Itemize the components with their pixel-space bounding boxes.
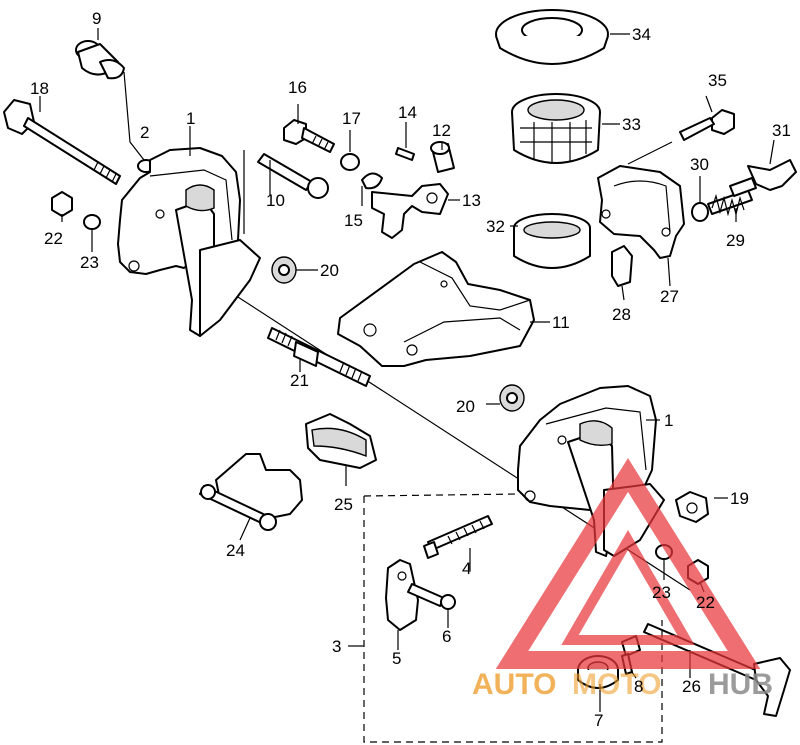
- callout-33: 33: [622, 115, 641, 134]
- callout-28: 28: [612, 305, 631, 324]
- part-30-washer: [691, 202, 709, 222]
- callout-20-lower: 20: [456, 397, 475, 416]
- part-28-shim: [611, 245, 633, 287]
- part-35-bolt: [679, 109, 735, 141]
- part-21-stud: [267, 327, 371, 387]
- part-24-clamp-with-pin: [199, 453, 303, 531]
- part-25-clamp-half: [305, 413, 377, 469]
- callout-7: 7: [594, 711, 603, 730]
- part-4-threaded-rod: [423, 515, 493, 559]
- callout-2: 2: [140, 123, 149, 142]
- part-27-clamp: [597, 165, 685, 259]
- callout-32: 32: [486, 217, 505, 236]
- callout-11: 11: [552, 313, 570, 332]
- watermark-text-hub: HUB: [708, 668, 773, 701]
- part-17-washer: [340, 153, 360, 171]
- callout-1-upper: 1: [186, 109, 195, 128]
- watermark-text-moto: MOTO: [572, 668, 661, 701]
- callout-23-left: 23: [80, 253, 99, 272]
- part-6-bolt: [407, 583, 456, 610]
- part-31-wing-screw: [729, 159, 797, 197]
- callout-19: 19: [730, 489, 749, 508]
- callout-4: 4: [462, 559, 471, 578]
- part-13-lever: [371, 183, 449, 239]
- callout-labels: 9 2 18 1 16 17 14 12 13 15 10 20 21 20 1…: [30, 9, 791, 730]
- callout-26: 26: [682, 677, 701, 696]
- part-33-bushing: [511, 93, 601, 164]
- callout-34: 34: [632, 25, 651, 44]
- callout-29: 29: [726, 231, 745, 250]
- callout-14: 14: [398, 103, 417, 122]
- callout-16: 16: [288, 78, 307, 97]
- callout-9: 9: [92, 9, 101, 28]
- part-22-nut-left: [51, 191, 73, 217]
- watermark-logo: [495, 458, 761, 669]
- callout-5: 5: [392, 649, 401, 668]
- callout-13: 13: [462, 191, 481, 210]
- callout-22-left: 22: [44, 229, 63, 248]
- callout-25: 25: [334, 495, 353, 514]
- callout-12: 12: [432, 121, 451, 140]
- callout-22-right: 22: [696, 593, 715, 612]
- callout-21: 21: [290, 371, 309, 390]
- callout-30: 30: [690, 155, 709, 174]
- part-19-nut: [675, 491, 709, 523]
- part-14-pin: [395, 147, 415, 161]
- callout-6: 6: [442, 627, 451, 646]
- callout-27: 27: [660, 287, 679, 306]
- part-16-bolt: [283, 119, 335, 153]
- callout-3: 3: [332, 637, 341, 656]
- part-18-long-bolt: [3, 99, 121, 185]
- callout-15: 15: [344, 211, 363, 230]
- callout-8: 8: [634, 677, 643, 696]
- callout-20-upper: 20: [320, 261, 339, 280]
- callout-18: 18: [30, 79, 49, 98]
- part-12-collar: [430, 141, 455, 173]
- assembly-3-boundary: [363, 493, 663, 743]
- part-5-jaw: [385, 559, 419, 631]
- callout-1-lower: 1: [664, 411, 673, 430]
- callout-31: 31: [772, 121, 791, 140]
- part-11-swivel-bracket: [337, 251, 535, 367]
- part-9-cap: [75, 40, 125, 80]
- part-29-spring: [707, 189, 753, 217]
- part-10-pin: [257, 153, 329, 199]
- watermark-text-auto: AUTO: [472, 668, 556, 701]
- callout-24: 24: [226, 541, 245, 560]
- leader-lines: [39, 28, 775, 712]
- part-1-clamp-bracket-left: [117, 147, 261, 337]
- callout-17: 17: [342, 109, 361, 128]
- part-15-clip: [361, 172, 383, 190]
- callout-23-right: 23: [652, 583, 671, 602]
- part-34-ring: [495, 9, 609, 65]
- callout-10: 10: [266, 191, 285, 210]
- part-32-sleeve: [513, 213, 591, 269]
- callout-35: 35: [708, 71, 727, 90]
- part-23-washer-left: [83, 214, 101, 230]
